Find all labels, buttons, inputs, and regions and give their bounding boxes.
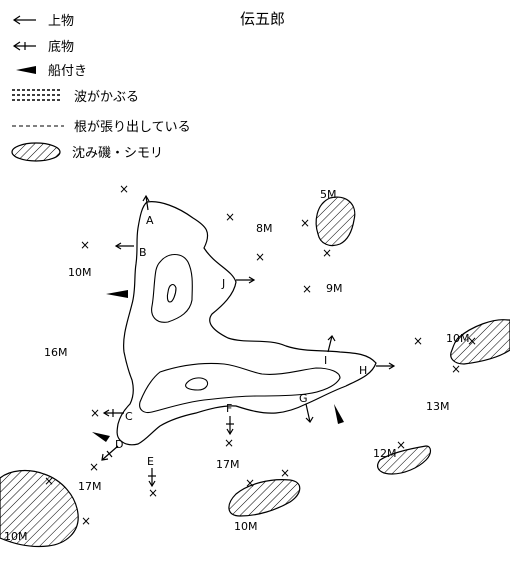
legend-submerged-rock-icon [11, 142, 61, 162]
svg-text:×: × [280, 466, 290, 480]
legend-upper-label: 上物 [48, 14, 74, 29]
point-label: J [221, 277, 225, 290]
sounding-markers: × × × × × × × × × × × × × × × × × × × [44, 182, 477, 528]
arrow-upper-a [142, 194, 150, 211]
point-label: F [226, 402, 232, 415]
point-label: C [125, 410, 133, 423]
map-title: 伝五郎 [240, 10, 285, 28]
legend-reef-label: 根が張り出している [74, 120, 191, 135]
arrow-bottom-d [101, 445, 119, 461]
depth-label: 5M [320, 188, 337, 201]
svg-text:×: × [80, 238, 90, 252]
boat-landing-marker [92, 432, 110, 442]
point-label: E [147, 455, 154, 468]
svg-text:×: × [413, 334, 423, 348]
depth-label: 13M [426, 400, 450, 413]
depth-label: 16M [44, 346, 68, 359]
svg-text:×: × [255, 250, 265, 264]
svg-text:×: × [302, 282, 312, 296]
svg-text:×: × [396, 438, 406, 452]
boat-landing-marker [106, 290, 128, 298]
legend-upper-fish-icon [12, 15, 36, 25]
arrow-upper-g [305, 403, 314, 423]
legend-bottom-fish-icon [12, 41, 36, 51]
arrow-bottom-f [226, 416, 234, 436]
svg-text:×: × [81, 514, 91, 528]
depth-label: 9M [326, 282, 343, 295]
depth-label: 17M [78, 480, 102, 493]
legend-waves-icon [12, 89, 62, 101]
depth-label: 10M [446, 332, 470, 345]
legend-bottom-label: 底物 [48, 39, 74, 55]
depth-label: 10M [68, 266, 92, 279]
arrow-bottom-c [102, 409, 124, 417]
depth-label: 10M [234, 520, 258, 533]
point-label: A [146, 214, 154, 227]
inner-contour-upper [151, 253, 193, 323]
svg-text:×: × [300, 216, 310, 230]
inner-rock-lower [185, 377, 209, 391]
svg-text:×: × [322, 246, 332, 260]
svg-text:×: × [148, 486, 158, 500]
depth-label: 17M [216, 458, 240, 471]
submerged-rock-10m-east [450, 319, 510, 365]
point-label: I [324, 354, 327, 367]
svg-text:×: × [225, 210, 235, 224]
depth-label: 10M [4, 530, 28, 543]
svg-text:×: × [89, 460, 99, 474]
svg-text:×: × [451, 362, 461, 376]
arrow-upper-b [114, 242, 134, 250]
boat-landing-marker [334, 404, 344, 424]
inner-rock-upper [166, 283, 177, 303]
legend: 上物 底物 船付き 波がかぶる 根が張り出している 沈み磯・シモリ [11, 14, 191, 162]
submerged-rock-5m [315, 196, 356, 247]
point-label: G [299, 392, 308, 405]
legend-boat-landing-icon [16, 66, 36, 74]
legend-waves-label: 波がかぶる [74, 90, 139, 105]
legend-boat-label: 船付き [48, 64, 87, 79]
legend-rock-label: 沈み磯・シモリ [72, 146, 163, 161]
submerged-rock-10m-south [228, 479, 301, 517]
arrow-upper-j [236, 276, 256, 284]
svg-text:×: × [119, 182, 129, 196]
submerged-rock-12m [377, 445, 432, 475]
svg-text:×: × [90, 406, 100, 420]
point-label: B [139, 246, 147, 259]
inner-contour-lower [139, 362, 341, 414]
point-label: D [115, 438, 123, 451]
submerged-rock-10m-southwest [0, 469, 79, 548]
svg-text:×: × [224, 436, 234, 450]
point-label: H [359, 364, 367, 377]
main-island-outline [116, 201, 377, 446]
arrow-upper-h [376, 362, 396, 370]
arrow-upper-i [327, 335, 336, 353]
svg-text:×: × [44, 474, 54, 488]
svg-text:×: × [245, 476, 255, 490]
arrow-bottom-e [148, 468, 156, 488]
svg-text:×: × [467, 334, 477, 348]
depth-label: 8M [256, 222, 273, 235]
depth-label: 12M [373, 447, 397, 460]
